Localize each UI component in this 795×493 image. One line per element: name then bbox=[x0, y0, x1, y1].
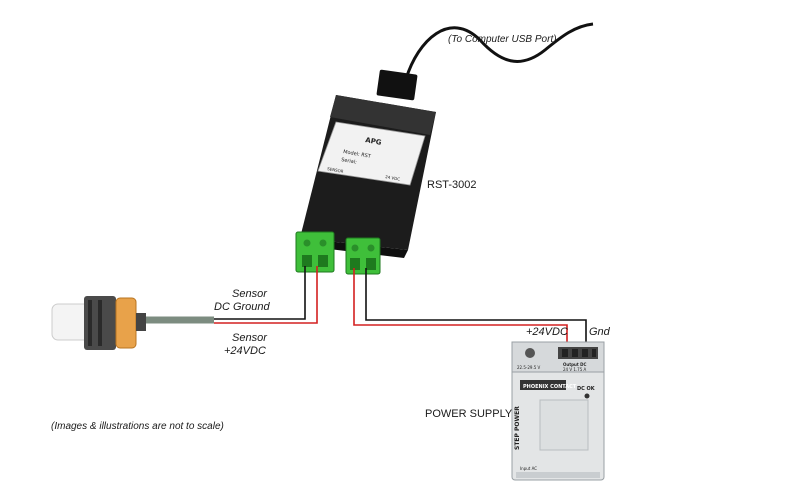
psu-24v-label: +24VDC bbox=[526, 326, 568, 338]
sensor-24v-label-line2: +24VDC bbox=[224, 345, 266, 357]
device-rst-3002: APG Model: RST Serial: SENSOR 24 VDC bbox=[300, 95, 436, 258]
device-name-label: RST-3002 bbox=[427, 179, 477, 191]
psu-dc-ok-label: DC OK bbox=[577, 386, 596, 392]
sensor-ground-label-line2: DC Ground bbox=[214, 301, 270, 313]
psu-output-label: Output DC bbox=[563, 362, 586, 367]
psu-adjust-label: 22.5-29.5 V bbox=[517, 365, 541, 370]
dc-ok-led bbox=[584, 393, 590, 399]
device-model-label: Model: RST bbox=[343, 149, 373, 160]
psu-24v-wire bbox=[353, 268, 568, 352]
device-brand: APG bbox=[365, 136, 383, 147]
sensor-24v-label-line1: Sensor bbox=[232, 332, 267, 344]
psu-output-spec: 24 V 1.75 A bbox=[563, 367, 587, 372]
sensor bbox=[51, 296, 214, 350]
psu-brand: PHOENIX CONTACT bbox=[523, 384, 577, 390]
device-serial-label: Serial: bbox=[341, 157, 358, 166]
scale-note: (Images & illustrations are not to scale… bbox=[51, 421, 224, 432]
usb-cable bbox=[404, 22, 594, 80]
usb-plug bbox=[376, 69, 418, 101]
power-supply-label: POWER SUPPLY bbox=[425, 408, 513, 420]
psu-gnd-label: Gnd bbox=[589, 326, 610, 338]
power-supply-unit: 22.5-29.5 V Output DC 24 V 1.75 A PHOENI… bbox=[511, 341, 605, 481]
sensor-ground-wire bbox=[214, 266, 306, 320]
usb-port-label: (To Computer USB Port) bbox=[448, 34, 557, 45]
sensor-terminal-block bbox=[295, 231, 335, 273]
device-right-terminal-label: 24 VDC bbox=[385, 174, 401, 182]
psu-input-label: Input AC bbox=[520, 466, 537, 471]
psu-series-label: STEP POWER bbox=[514, 406, 521, 450]
device-label-panel: APG Model: RST Serial: SENSOR 24 VDC bbox=[317, 121, 426, 186]
power-terminal-block bbox=[345, 237, 381, 275]
device-left-terminal-label: SENSOR bbox=[327, 166, 344, 174]
sensor-ground-label-line1: Sensor bbox=[232, 288, 267, 300]
sensor-24v-wire bbox=[214, 266, 318, 324]
psu-gnd-wire bbox=[365, 268, 587, 352]
